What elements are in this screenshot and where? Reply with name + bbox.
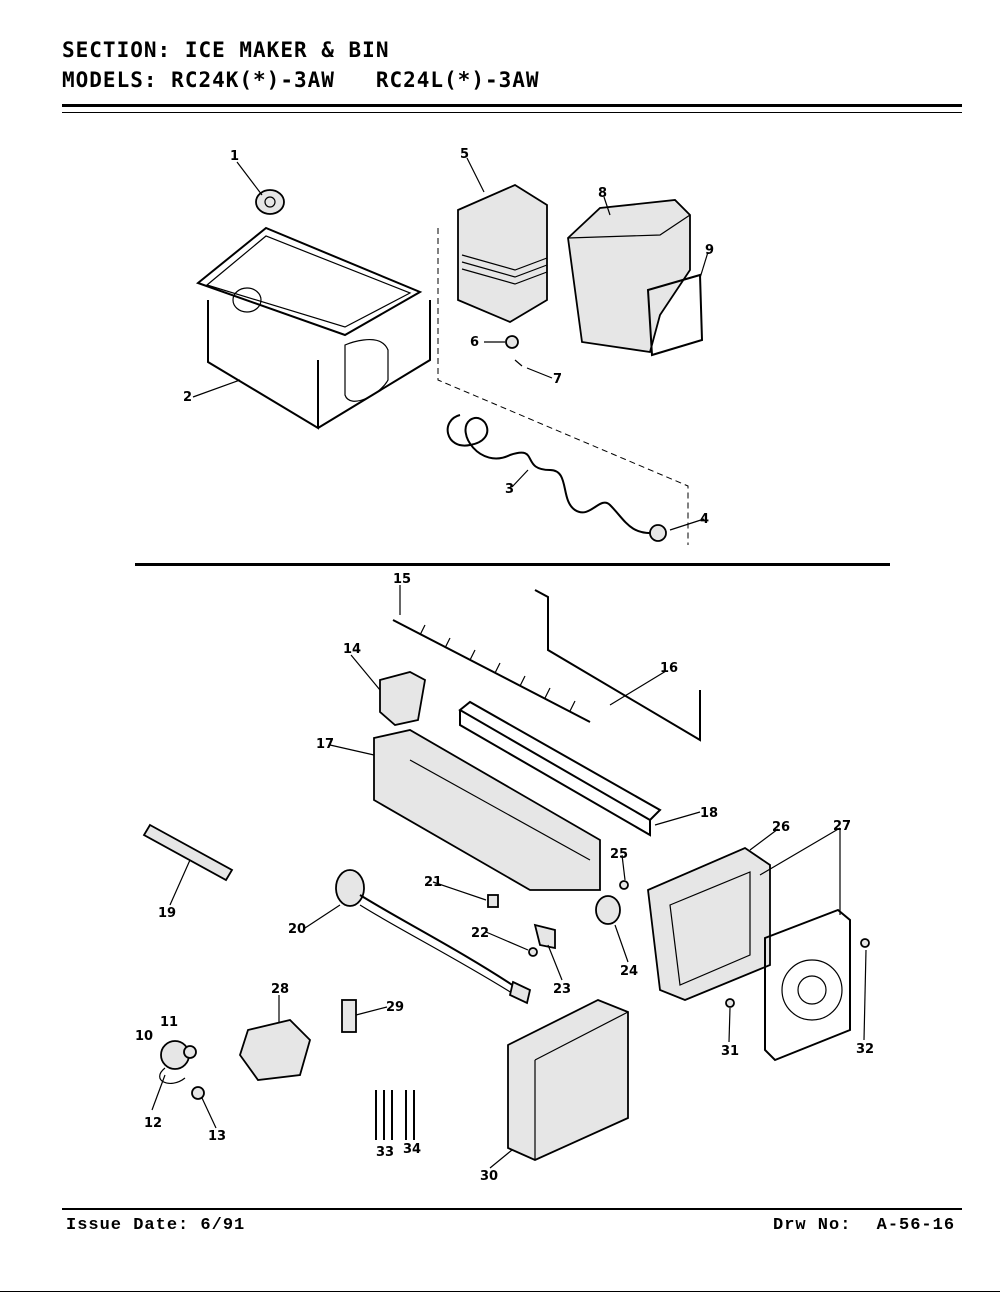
issue-date-value: 6/91 <box>200 1216 246 1235</box>
part-25-screw <box>619 880 629 890</box>
footer-rule <box>62 1208 962 1210</box>
part-9-gasket <box>646 273 704 357</box>
callout-12: 12 <box>144 1116 162 1131</box>
part-21-clip <box>487 894 499 908</box>
part-26-housing <box>647 846 771 1001</box>
part-31-screw <box>725 998 735 1008</box>
callout-32: 32 <box>856 1042 874 1057</box>
issue-date: Issue Date: 6/91 <box>66 1216 245 1235</box>
part-14-bracket <box>379 671 426 726</box>
part-7-clip <box>514 359 523 367</box>
callout-31: 31 <box>721 1044 739 1059</box>
page-bottom-rule <box>0 1291 1000 1292</box>
callout-7: 7 <box>553 372 562 387</box>
part-33-screws <box>375 1090 393 1140</box>
callout-18: 18 <box>700 806 718 821</box>
callout-6: 6 <box>470 335 479 350</box>
models-list: RC24K(*)-3AW RC24L(*)-3AW <box>171 68 540 92</box>
assembly-guide-line <box>437 228 689 545</box>
part-16-stripper <box>534 589 701 742</box>
part-11-coil <box>183 1045 197 1059</box>
callout-2: 2 <box>183 390 192 405</box>
drawing-number-value: A-56-16 <box>876 1216 956 1235</box>
part-23-bracket <box>533 923 556 950</box>
part-34-screws <box>405 1090 415 1140</box>
callout-28: 28 <box>271 982 289 997</box>
section-label: SECTION: <box>62 38 172 62</box>
callout-20: 20 <box>288 922 306 937</box>
part-10-valve <box>159 1040 190 1084</box>
callout-33: 33 <box>376 1145 394 1160</box>
callout-1: 1 <box>230 149 239 164</box>
callout-27: 27 <box>833 819 851 834</box>
part-6-screw <box>505 335 519 349</box>
part-30-front-panel <box>507 999 629 1161</box>
callout-13: 13 <box>208 1129 226 1144</box>
part-4-fitting <box>649 524 667 542</box>
callout-9: 9 <box>705 243 714 258</box>
section-name: ICE MAKER & BIN <box>184 38 390 62</box>
part-18-mold-rack <box>458 700 662 837</box>
part-17-mold <box>373 729 601 891</box>
part-2-ice-bin <box>195 226 431 430</box>
part-28-switch <box>239 1019 312 1081</box>
part-27-cover-plate <box>764 908 851 1062</box>
callout-16: 16 <box>660 661 678 676</box>
part-22-screw <box>528 947 538 957</box>
issue-date-label: Issue Date: <box>66 1216 190 1235</box>
callout-30: 30 <box>480 1169 498 1184</box>
part-24-thermostat <box>595 895 621 925</box>
callout-8: 8 <box>598 186 607 201</box>
callout-3: 3 <box>505 482 514 497</box>
callout-21: 21 <box>424 875 442 890</box>
part-32-screw <box>860 938 870 948</box>
models-label: MODELS: <box>62 68 158 92</box>
callout-4: 4 <box>700 512 709 527</box>
section-title: SECTION: ICE MAKER & BIN <box>62 38 389 62</box>
part-29-connector <box>341 999 357 1033</box>
part-19-heater <box>142 823 234 882</box>
header-rule-top <box>62 104 962 107</box>
callout-14: 14 <box>343 642 361 657</box>
models-line: MODELS: RC24K(*)-3AW RC24L(*)-3AW <box>62 68 540 92</box>
callout-24: 24 <box>620 964 638 979</box>
part-20-harness <box>335 869 532 1005</box>
callout-5: 5 <box>460 147 469 162</box>
part-13-screw <box>191 1086 205 1100</box>
part-3-fill-tube <box>446 414 656 535</box>
part-15-ejector <box>392 619 591 723</box>
part-1-auger-knob <box>255 189 285 215</box>
callout-19: 19 <box>158 906 176 921</box>
callout-15: 15 <box>393 572 411 587</box>
callout-10: 10 <box>135 1029 153 1044</box>
part-8-duct <box>567 199 691 354</box>
callout-34: 34 <box>403 1142 421 1157</box>
callout-26: 26 <box>772 820 790 835</box>
drawing-number-label: Drw No: <box>773 1216 852 1235</box>
callout-11: 11 <box>160 1015 178 1030</box>
callout-17: 17 <box>316 737 334 752</box>
callout-leaders <box>151 157 867 1169</box>
section-divider <box>135 563 890 566</box>
callout-22: 22 <box>471 926 489 941</box>
part-5-chute <box>457 183 548 324</box>
callout-29: 29 <box>386 1000 404 1015</box>
header-rule-bottom <box>62 112 962 113</box>
callout-25: 25 <box>610 847 628 862</box>
callout-23: 23 <box>553 982 571 997</box>
drawing-number: Drw No: A-56-16 <box>773 1216 955 1235</box>
